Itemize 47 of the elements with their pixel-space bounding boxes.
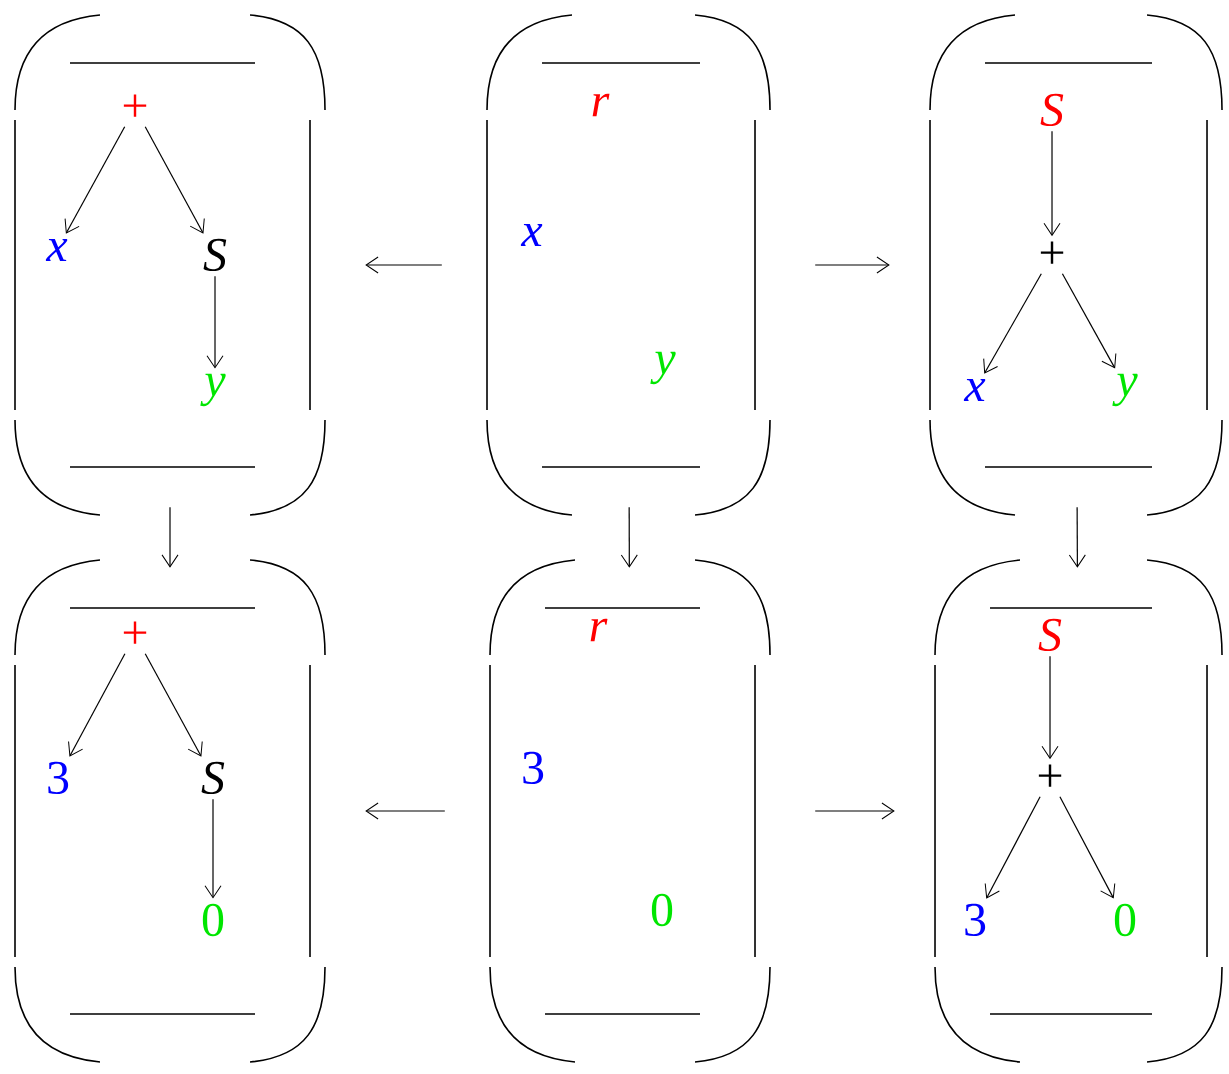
arrow <box>1061 273 1117 369</box>
math-symbol: 3 <box>523 751 544 785</box>
math-symbol: y <box>1112 373 1138 407</box>
arrow <box>1043 130 1061 236</box>
arrow <box>365 802 446 820</box>
arrow <box>814 256 890 274</box>
arrow <box>620 506 638 568</box>
arrow <box>68 653 126 757</box>
math-symbol: 3 <box>965 903 986 937</box>
arrow <box>984 796 1041 899</box>
arrow <box>365 256 443 274</box>
arrow <box>206 275 224 369</box>
math-symbol: r <box>592 93 610 117</box>
math-symbol: S <box>203 238 227 272</box>
bracket-frame <box>489 559 771 1063</box>
math-symbol: S <box>1040 93 1064 127</box>
math-symbol: S <box>201 761 225 795</box>
math-symbol: + <box>123 621 147 644</box>
arrow <box>1068 506 1086 568</box>
math-symbol: 0 <box>202 903 224 937</box>
math-symbol: x <box>963 378 986 401</box>
arrow <box>64 126 126 234</box>
math-symbol: + <box>123 94 147 117</box>
arrow <box>144 126 205 234</box>
math-symbol: y <box>200 373 226 407</box>
bracket-frame <box>929 14 1223 516</box>
bracket-frame <box>934 559 1223 1063</box>
arrow <box>204 798 222 899</box>
math-symbol: + <box>1038 764 1062 787</box>
math-symbol: + <box>1040 241 1064 264</box>
arrow <box>814 802 895 820</box>
bracket-frame <box>14 14 326 516</box>
arrow <box>144 653 203 757</box>
math-symbol: y <box>650 351 676 385</box>
bracket-frame <box>14 559 326 1063</box>
math-symbol: r <box>590 618 608 642</box>
bracket-frame <box>486 14 771 516</box>
arrow <box>983 273 1042 374</box>
arrow <box>1041 655 1059 759</box>
math-symbol: 0 <box>651 893 673 927</box>
arrow <box>1059 796 1116 899</box>
math-symbol: x <box>45 238 68 261</box>
math-symbol: S <box>1038 618 1062 652</box>
math-symbol: 3 <box>48 761 69 795</box>
arrow <box>161 506 179 568</box>
math-symbol: x <box>520 223 543 246</box>
math-symbol: 0 <box>1114 903 1136 937</box>
